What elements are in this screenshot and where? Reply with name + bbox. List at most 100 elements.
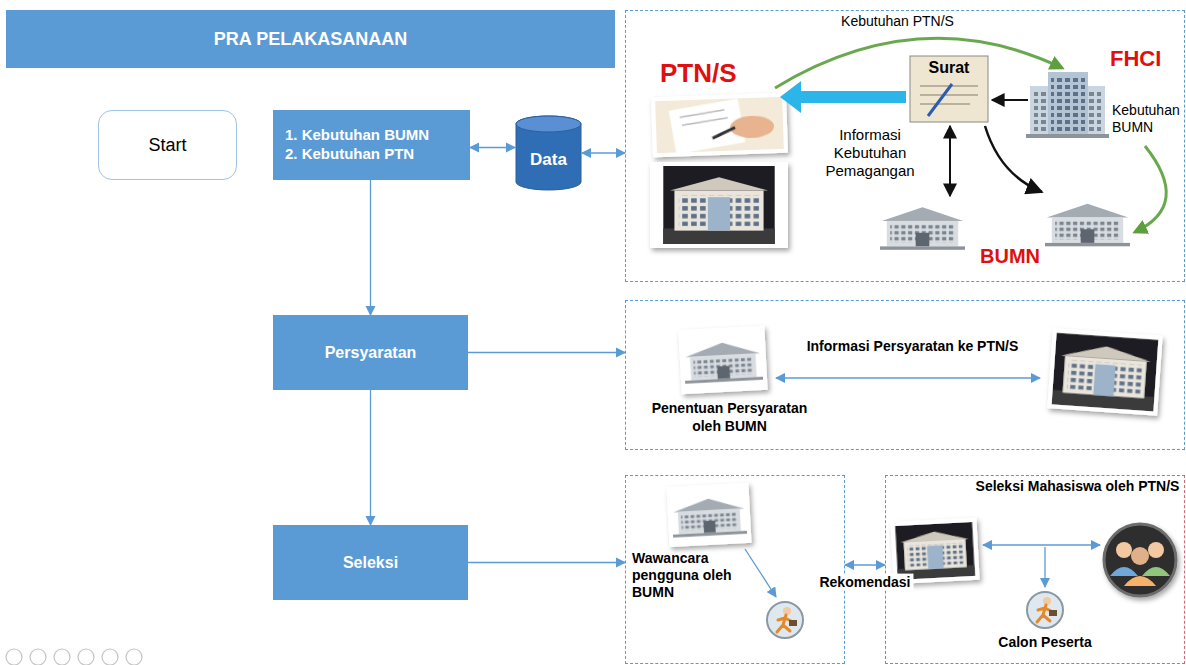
- arrow-caption: Kebutuhan PTN/S: [815, 13, 980, 30]
- ptn-document-photo: [651, 93, 788, 158]
- flow-arrows-illustration-part: [775, 38, 1062, 88]
- persyaratan-illustration-part: [678, 326, 767, 394]
- slide-toolbar-part: [126, 649, 142, 665]
- seleksi-illustration-part-part: [895, 522, 975, 580]
- ptn-campus-photo-part: [663, 166, 774, 244]
- seleksi-illustration-part-part: [1110, 567, 1138, 576]
- detail-panel: Wawancara pengguna oleh BUMN: [625, 475, 845, 664]
- flow-connector: [468, 352, 625, 353]
- arrow-caption: Informasi Kebutuhan Pemagangan: [810, 126, 930, 180]
- flow-arrows-illustration-part: [949, 126, 951, 196]
- seleksi-illustration-part-part: [1131, 547, 1149, 565]
- title-text: PRA PELAKASANAAN: [214, 28, 407, 51]
- node-label: Seleksi: [343, 553, 398, 573]
- flow-connector: [845, 564, 885, 565]
- ptn-document-photo-part: [680, 110, 725, 118]
- flow-arrows-illustration-part: [1135, 146, 1166, 232]
- seleksi-illustration-part: [1104, 524, 1176, 596]
- surat-letter-picture-part: [928, 84, 952, 116]
- ptn-document-photo-part: [669, 99, 746, 154]
- data-cylinder: Data: [515, 115, 582, 191]
- cylinder-body: [516, 116, 581, 190]
- ptn-document-photo-part: [712, 127, 735, 138]
- slide-toolbar-part: [6, 649, 22, 665]
- arrow-caption: Informasi Persyaratan ke PTN/S: [785, 338, 1040, 355]
- slide-toolbar: [6, 649, 142, 665]
- wawancara-illustration-part: [767, 602, 803, 638]
- flow-arrows-illustration-part: [985, 126, 1042, 192]
- actor-name: PTN/S: [660, 58, 770, 89]
- seleksi-illustration-part-part: [1142, 567, 1170, 576]
- seleksi-illustration-part-part: [1116, 542, 1132, 558]
- seleksi-illustration-part: [1027, 592, 1063, 628]
- document-name: Surat: [910, 58, 988, 77]
- actor-name: FHCI: [1110, 46, 1182, 72]
- surat-letter-picture-part: [910, 56, 988, 122]
- persyaratan-illustration-part-part: [683, 341, 763, 384]
- picture-caption: Seleksi Mahasiswa oleh PTN/S: [975, 478, 1180, 495]
- picture-caption: Calon Peserta: [985, 634, 1105, 651]
- slide-toolbar-part: [78, 649, 94, 665]
- slide-toolbar-part: [30, 649, 46, 665]
- node-label: Data: [530, 149, 567, 170]
- flow-connector: [582, 152, 625, 153]
- detail-panel: Informasi Persyaratan ke PTN/S Penentuan …: [625, 300, 1185, 450]
- wawancara-illustration-part-part: [666, 483, 751, 547]
- flow-arrows-illustration-part: [992, 99, 1028, 101]
- title-band: PRA PELAKASANAAN: [6, 10, 615, 68]
- flow-arrows-illustration-part: [780, 81, 801, 113]
- slide-toolbar-part: [54, 649, 70, 665]
- wawancara-illustration-part: [745, 549, 776, 597]
- fhci-building-picture: [1026, 72, 1109, 138]
- flow-connector: [470, 147, 515, 148]
- picture-caption: Penentuan Persyaratan oleh BUMN: [637, 400, 822, 435]
- flow-arrows-illustration: [775, 38, 1166, 232]
- ptn-document-photo-part: [682, 118, 728, 126]
- detail-panel: Seleksi Mahasiswa oleh PTN/S Calon Pesert…: [885, 475, 1185, 664]
- bumn-building-picture-part: [1045, 204, 1130, 247]
- process-box: Seleksi: [273, 525, 468, 600]
- flow-connector: [370, 390, 371, 525]
- ptn-document-photo-part: [655, 97, 784, 153]
- arrow-caption: Kebutuhan BUMN: [1112, 102, 1184, 136]
- wawancara-illustration-part-part: [671, 497, 747, 538]
- ptn-document-photo-part: [651, 93, 788, 158]
- actor-name: BUMN: [975, 244, 1045, 268]
- persyaratan-illustration-part-part: [1047, 328, 1162, 415]
- ptn-campus-photo-part: [650, 162, 788, 248]
- fhci-building-picture-part: [1048, 72, 1088, 136]
- seleksi-illustration-part: [983, 544, 1100, 545]
- wawancara-illustration-part: [666, 483, 751, 547]
- seleksi-illustration-part-part: [1124, 576, 1156, 586]
- surat-letter-picture-part: [920, 103, 970, 105]
- fhci-building-picture-part: [1026, 134, 1109, 138]
- bumn-building-picture: [880, 204, 1130, 250]
- seleksi-illustration-part-part: [1104, 524, 1176, 596]
- seleksi-illustration: [890, 518, 1176, 628]
- seleksi-illustration-part: [1044, 547, 1045, 587]
- node-label: 2. Kebutuhan PTN: [285, 145, 414, 164]
- cylinder-top: [516, 116, 581, 132]
- node-label: Start: [148, 134, 186, 157]
- persyaratan-illustration-part: [1047, 328, 1162, 415]
- flow-connector: [468, 562, 625, 563]
- flow-connector: [370, 180, 371, 315]
- surat-letter-picture: [910, 56, 988, 122]
- fhci-building-picture-part: [1051, 76, 1085, 132]
- ptn-document-photo-part: [730, 115, 775, 139]
- seleksi-illustration-part-part: [1148, 542, 1164, 558]
- persyaratan-illustration-part-part: [1052, 333, 1159, 411]
- persyaratan-illustration-part-part: [678, 326, 767, 394]
- flow-arrows-illustration-part: [800, 91, 906, 103]
- process-box: 1. Kebutuhan BUMN2. Kebutuhan PTN: [273, 110, 470, 180]
- detail-panel: Kebutuhan PTN/S PTN/S Surat FHCI Informasi K…: [625, 10, 1185, 282]
- process-box: Persyaratan: [273, 315, 468, 390]
- surat-letter-picture-part: [920, 94, 978, 96]
- start-terminal: Start: [98, 110, 237, 180]
- node-label: Persyaratan: [325, 343, 417, 363]
